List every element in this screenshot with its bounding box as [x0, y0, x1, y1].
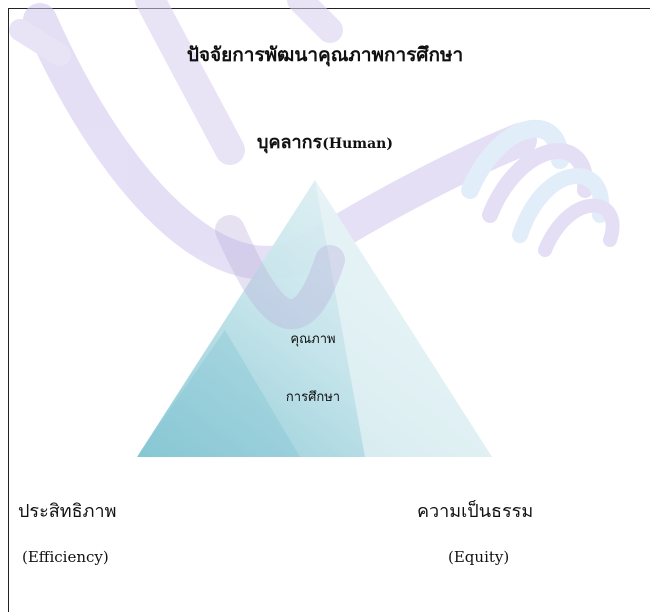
right-label-en: (Equity)	[448, 548, 510, 566]
apex-label: บุคลากร(Human)	[0, 127, 650, 156]
center-label-line1: คุณภาพ	[290, 332, 336, 347]
diagram-frame	[8, 8, 650, 612]
left-label-th: ประสิทธิภาพ	[18, 501, 117, 522]
right-label-th: ความเป็นธรรม	[417, 501, 534, 522]
apex-label-th: บุคลากร	[257, 132, 323, 153]
apex-label-en: (Human)	[322, 136, 393, 152]
quality-triangle	[137, 180, 492, 457]
center-label-line2: การศึกษา	[285, 390, 341, 405]
left-label-en: (Efficiency)	[22, 548, 109, 566]
diagram-title: ปัจจัยการพัฒนาคุณภาพการศึกษา	[186, 44, 464, 66]
watermark-overlay-stroke	[215, 215, 345, 330]
